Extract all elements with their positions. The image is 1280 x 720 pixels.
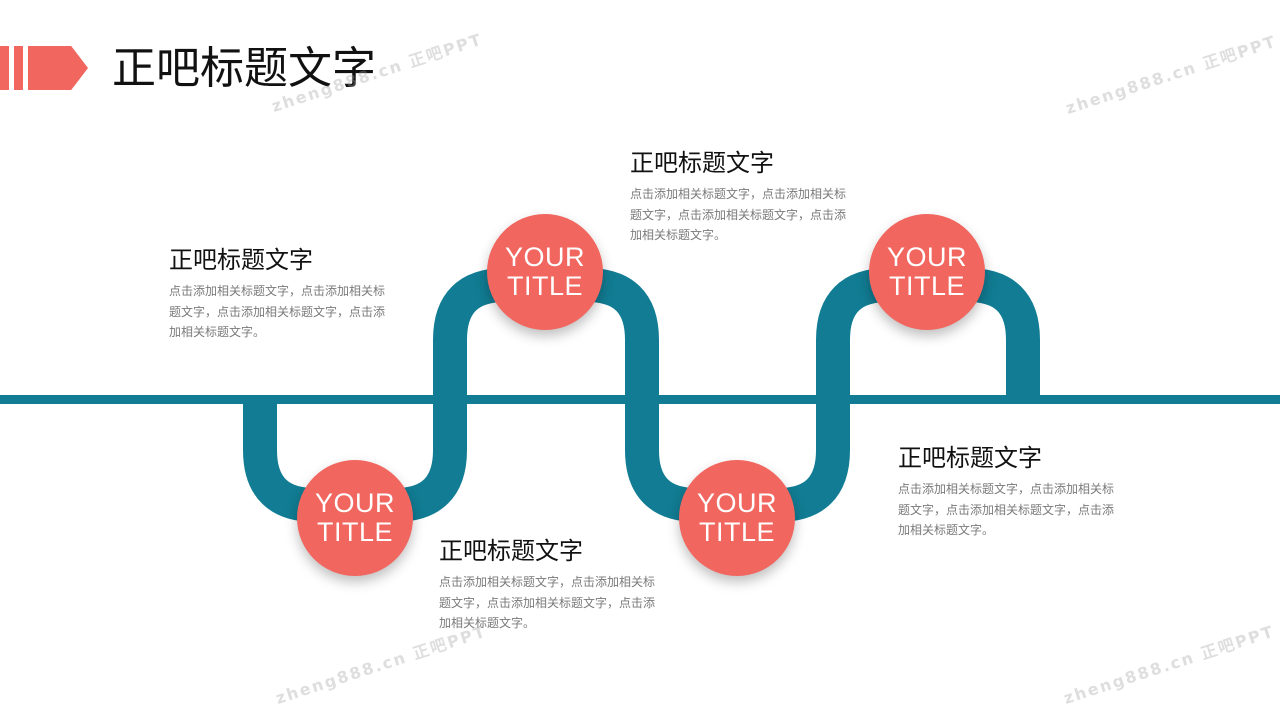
node-label-line2: TITLE bbox=[316, 517, 393, 547]
page-title: 正吧标题文字 bbox=[112, 43, 376, 94]
node-label-line1: YOUR bbox=[504, 242, 585, 272]
node-label-line2: TITLE bbox=[888, 271, 965, 301]
block-title: 正吧标题文字 bbox=[439, 537, 583, 565]
node-label-line1: YOUR bbox=[886, 242, 967, 272]
block-body: 点击添加相关标题文字，点击添加相关标题文字，点击添加相关标题文字，点击添加相关标… bbox=[898, 482, 1115, 537]
header-accent-bar bbox=[14, 46, 23, 90]
text-block-1: 正吧标题文字 点击添加相关标题文字，点击添加相关标题文字，点击添加相关标题文字，… bbox=[169, 245, 394, 343]
block-body: 点击添加相关标题文字，点击添加相关标题文字，点击添加相关标题文字，点击添加相关标… bbox=[169, 284, 386, 339]
block-title: 正吧标题文字 bbox=[630, 149, 774, 177]
block-body: 点击添加相关标题文字，点击添加相关标题文字，点击添加相关标题文字，点击添加相关标… bbox=[630, 187, 847, 242]
wave-connector bbox=[243, 268, 1040, 522]
header-accent-bar bbox=[0, 46, 9, 90]
text-block-2: 正吧标题文字 点击添加相关标题文字，点击添加相关标题文字，点击添加相关标题文字，… bbox=[630, 148, 855, 246]
node-circle-1: YOUR TITLE bbox=[297, 460, 413, 576]
block-title: 正吧标题文字 bbox=[898, 444, 1042, 472]
block-body: 点击添加相关标题文字，点击添加相关标题文字，点击添加相关标题文字，点击添加相关标… bbox=[439, 575, 656, 630]
block-title: 正吧标题文字 bbox=[169, 246, 313, 274]
node-circle-2: YOUR TITLE bbox=[487, 214, 603, 330]
node-label-line1: YOUR bbox=[696, 488, 777, 518]
text-block-3: 正吧标题文字 点击添加相关标题文字，点击添加相关标题文字，点击添加相关标题文字，… bbox=[439, 536, 664, 634]
text-block-4: 正吧标题文字 点击添加相关标题文字，点击添加相关标题文字，点击添加相关标题文字，… bbox=[898, 443, 1123, 541]
node-circle-3: YOUR TITLE bbox=[679, 460, 795, 576]
node-label-line1: YOUR bbox=[314, 488, 395, 518]
node-label-line2: TITLE bbox=[506, 271, 583, 301]
node-circle-4: YOUR TITLE bbox=[869, 214, 985, 330]
node-label-line2: TITLE bbox=[698, 517, 775, 547]
